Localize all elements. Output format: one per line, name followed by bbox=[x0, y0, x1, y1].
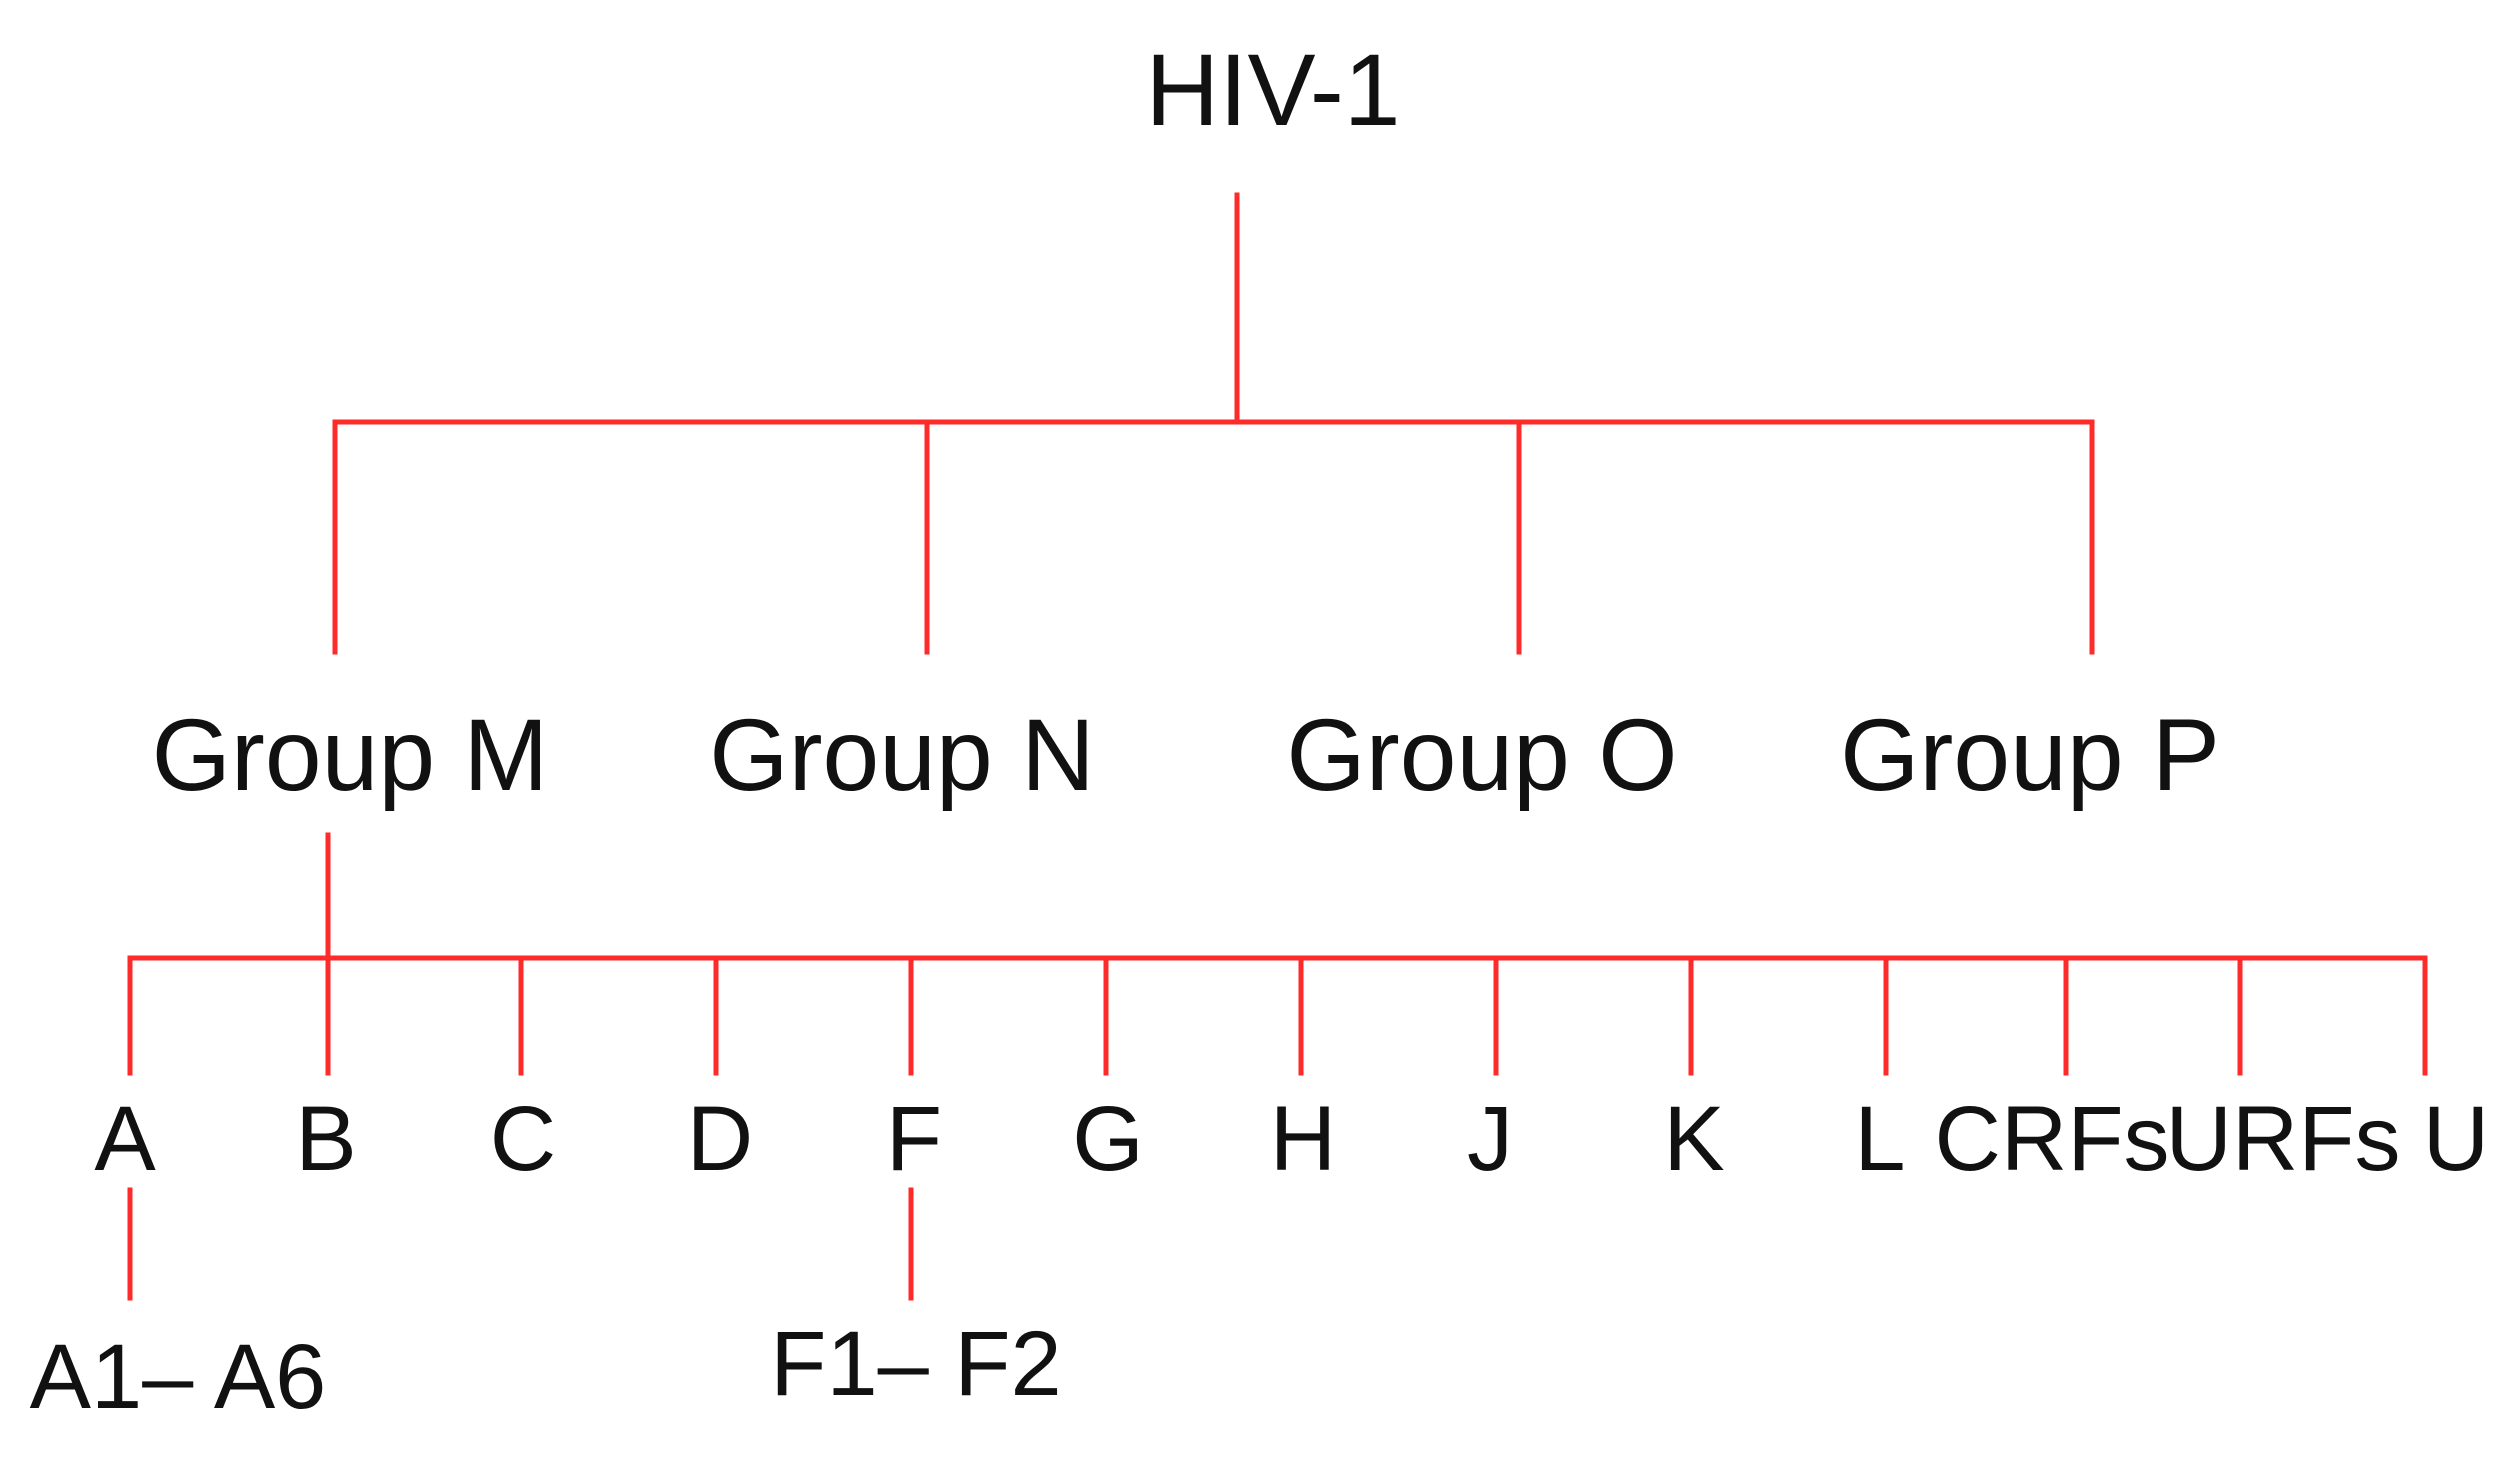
group-p-label: Group P bbox=[1840, 698, 2220, 812]
subtype-b-label: B bbox=[295, 1088, 356, 1190]
subtype-h-label: H bbox=[1270, 1088, 1336, 1190]
group-labels: Group M Group N Group O Group P bbox=[152, 698, 2220, 812]
group-n-label: Group N bbox=[709, 698, 1095, 812]
subtype-c-label: C bbox=[490, 1088, 556, 1190]
subtype-u-label: U bbox=[2423, 1088, 2489, 1190]
subtype-j-label: J bbox=[1467, 1088, 1513, 1190]
subtype-d-label: D bbox=[687, 1088, 753, 1190]
subtype-l-label: L bbox=[1854, 1088, 1905, 1190]
group-m-label: Group M bbox=[152, 698, 549, 812]
subtype-crfs-label: CRFs bbox=[1934, 1088, 2169, 1190]
subtype-urfs-label: URFs bbox=[2165, 1088, 2400, 1190]
sub-subtype-a-label: A1– A6 bbox=[30, 1326, 327, 1428]
subtype-g-label: G bbox=[1072, 1088, 1144, 1190]
subtype-a-label: A bbox=[94, 1088, 156, 1190]
root-label: HIV-1 bbox=[1145, 33, 1400, 147]
subtype-f-label: F bbox=[886, 1088, 942, 1190]
subtype-k-label: K bbox=[1663, 1088, 1724, 1190]
sub-subtype-f-label: F1– F2 bbox=[770, 1313, 1061, 1415]
sub-subtype-labels: A1– A6 F1– F2 bbox=[30, 1313, 1062, 1428]
connectors bbox=[127, 192, 2428, 1301]
subtype-labels: A B C D F G H J K L CRFs URFs U bbox=[94, 1088, 2489, 1190]
group-o-label: Group O bbox=[1286, 698, 1677, 812]
